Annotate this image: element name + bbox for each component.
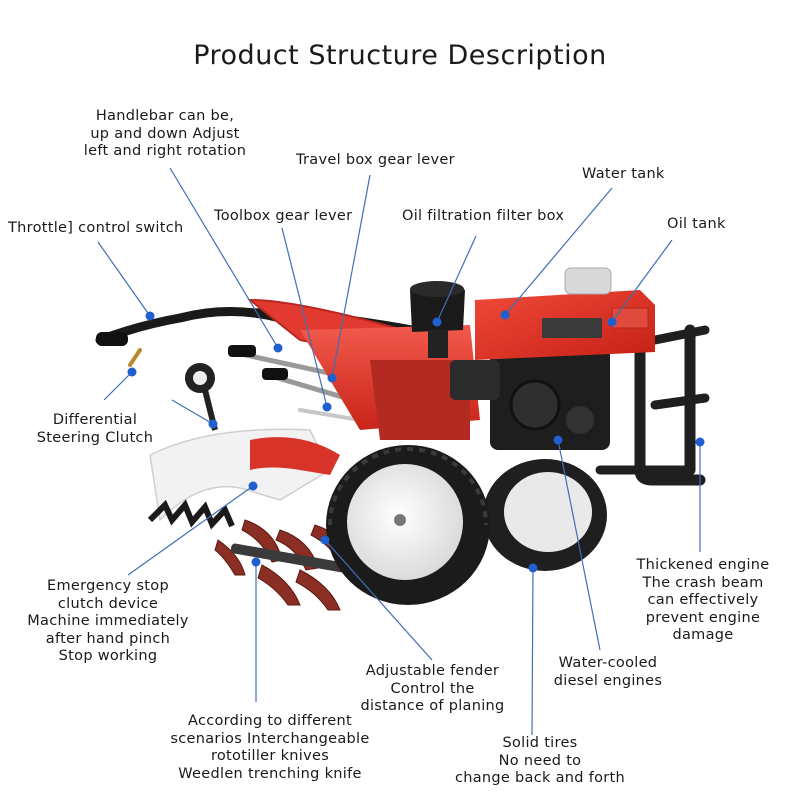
- callout-dot-differential-2: [208, 419, 218, 429]
- callout-dot-toolbox-lever: [322, 402, 332, 412]
- callout-dot-oil-tank: [607, 317, 617, 327]
- callout-dot-differential: [127, 367, 137, 377]
- water-tank-housing: [475, 267, 655, 360]
- rear-wheel: [483, 459, 607, 571]
- callout-dot-solid-tires: [528, 563, 538, 573]
- oil-filter-box: [410, 281, 465, 358]
- callout-dot-fender: [320, 535, 330, 545]
- callout-dot-oil-filter: [432, 317, 442, 327]
- leader-line-solid-tires: [531, 567, 534, 736]
- callout-dot-rototiller: [251, 557, 261, 567]
- callout-dot-water-cooled: [553, 435, 563, 445]
- label-oil-filtration-filter-box: Oil filtration filter box: [402, 208, 565, 224]
- callout-dot-travel-lever: [327, 373, 337, 383]
- label-travel-box-gear-lever: Travel box gear lever: [296, 152, 455, 168]
- diesel-engine: [450, 345, 610, 450]
- leader-line-differential: [103, 371, 133, 401]
- label-water-tank: Water tank: [582, 166, 665, 182]
- leader-line-fender: [324, 539, 433, 661]
- steering-clutch-handle: [185, 363, 218, 431]
- leader-line-travel-lever: [331, 174, 371, 379]
- adjustable-fender: [147, 428, 340, 530]
- leader-line-oil-filter: [436, 235, 477, 323]
- label-oil-tank: Oil tank: [667, 216, 726, 232]
- crash-beam-frame: [595, 324, 710, 486]
- leader-lines: [97, 167, 705, 736]
- callout-dot-handlebar: [273, 343, 283, 353]
- leader-line-oil-tank: [611, 239, 673, 323]
- leader-line-toolbox-lever: [281, 227, 328, 408]
- leader-line-water-tank: [504, 187, 613, 316]
- front-wheel: [326, 445, 490, 605]
- callout-dot-emergency-stop: [248, 481, 258, 491]
- diagram-title: Product Structure Description: [193, 40, 607, 71]
- callout-dot-crash-beam: [695, 437, 705, 447]
- leader-line-emergency-stop: [127, 485, 254, 576]
- leader-line-throttle: [97, 241, 151, 317]
- leader-line-differential-2: [171, 399, 214, 425]
- callout-dot-water-tank: [500, 310, 510, 320]
- callout-dot-throttle: [145, 311, 155, 321]
- label-toolbox-gear-lever: Toolbox gear lever: [214, 208, 353, 224]
- leader-line-water-cooled: [557, 439, 601, 651]
- leader-line-handlebar: [169, 167, 279, 349]
- label-throttle-control-switch: Throttle] control switch: [8, 220, 184, 236]
